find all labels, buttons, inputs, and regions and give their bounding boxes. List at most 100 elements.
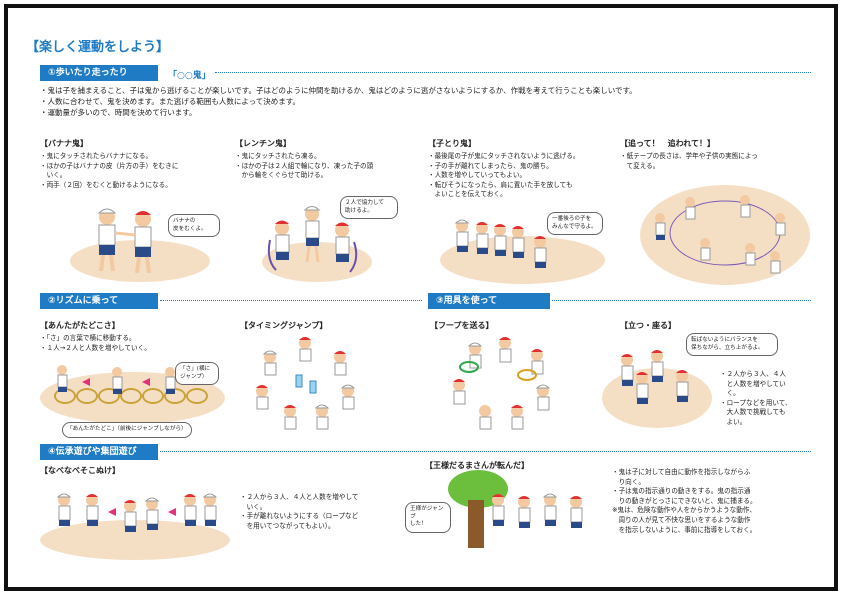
line: ・子は鬼の指示通りの動きをする。鬼の指示通: [612, 487, 751, 496]
line: ・２人から３人、４人: [720, 370, 786, 378]
line: ・人数を増やしていってもよい。: [428, 171, 527, 180]
activity-description: ・最後尾の子が鬼にタッチされないように逃げる。 ・子の手が離れてしまったら、鬼の…: [428, 152, 618, 200]
bubble-line: バナナの: [173, 218, 196, 224]
hoop: [98, 388, 120, 404]
line: と人数を増やしてい: [720, 379, 786, 388]
activity-description: ・「さ」の言葉で横に移動する。 ・１人→２人と人数を増やしていく。: [40, 334, 230, 353]
line: ・ほかの子は２人組で輪になり、凍った子の頭: [235, 161, 374, 170]
activity-title: 【レンチン鬼】: [235, 139, 291, 148]
arrow-icon: [108, 508, 116, 516]
line: りの動きがとっさにできないと、鬼に捕まる。: [612, 496, 757, 505]
illustration-nabe: [56, 493, 218, 532]
speech-bubble: 「さ」(横に ジャンプ）: [175, 362, 219, 385]
line: いく。: [40, 171, 67, 180]
hoop: [459, 361, 479, 373]
line: を指示しないように、事前に指導をしておく。: [612, 525, 757, 534]
caption-bubble: 「あんたがたどこ」（前後にジャンプしながら）: [62, 422, 192, 438]
illustration-hoop: [453, 337, 551, 430]
line: て変える。: [620, 161, 660, 170]
motion-arrow: [349, 241, 358, 273]
bubble-line: 皮をむくよ。: [173, 225, 207, 232]
activity-renchin: 【レンチン鬼】 ・鬼にタッチされたら凍る。 ・ほかの子は２人組で輪になり、凍った…: [235, 138, 425, 181]
illustration-renchin: [267, 206, 358, 273]
line: 周りの人が見て不快な思いをするような動作: [612, 515, 751, 524]
section-header-2: ②リズムに乗って: [40, 293, 158, 309]
section-header-1: ①歩いたり走ったり: [40, 65, 158, 81]
line: よいことを伝えておく。: [428, 190, 507, 199]
bottle: [295, 374, 303, 388]
line: ・転びそうになったら、肩に置いた手を放しても: [428, 180, 573, 189]
activity-description: ・鬼にタッチされたらバナナになる。 ・ほかの子はバナナの皮（片方の手）をむきに …: [40, 152, 230, 190]
activity-title: 【追って！ 追われて！】: [620, 139, 715, 148]
intro-line: ・鬼は子を捕まえること、子は鬼から逃げることが楽しいです。子はどのように仲間を助…: [40, 86, 637, 95]
child-figure: [97, 208, 117, 272]
bubble-line: 一番後ろの子を: [552, 216, 592, 222]
illustration-otte: [655, 195, 786, 274]
tree-trunk: [468, 500, 484, 548]
child-figure: [275, 220, 290, 260]
activity-otte: 【追って！ 追われて！】 ・紙テープの長さは、学年や子供の実態によっ て変える。: [620, 138, 820, 171]
line: ・「さ」の言葉で横に移動する。: [40, 334, 136, 342]
motion-arrow: [267, 239, 277, 271]
bubble-line: 保ちながら、立ち上がるよ。: [691, 344, 764, 351]
speech-bubble: 転ばないようにバランスを 保ちながら、立ち上がるよ。: [686, 333, 778, 356]
section-4-divider: [160, 451, 811, 452]
activity-tatsu-title: 【立つ・座る】: [620, 321, 676, 330]
line: く。: [720, 389, 740, 398]
activity-title: 【バナナ鬼】: [40, 139, 88, 148]
activity-title: 【子とり鬼】: [428, 139, 476, 148]
speech-bubble: ２人で協力して 助けるよ。: [340, 196, 398, 219]
line: ・１人→２人と人数を増やしていく。: [40, 343, 151, 352]
line: から輪をくぐらせて助ける。: [235, 171, 328, 180]
illustration-banana: [97, 208, 152, 274]
child-line: [454, 219, 547, 268]
bubble-line: 助けるよ。: [345, 207, 373, 214]
line: ・ほかの子はバナナの皮（片方の手）をむきに: [40, 161, 179, 170]
activity-antagata: 【あんたがたどこさ】 ・「さ」の言葉で横に移動する。 ・１人→２人と人数を増やし…: [40, 320, 230, 353]
illustration-antagata: [57, 365, 176, 394]
activity-nabe-title: 【なべなべそこぬけ】: [40, 466, 120, 475]
hoop: [142, 388, 164, 404]
arrow-icon: [168, 508, 176, 516]
line: ・両手（２回）をむくと動けるようになる。: [40, 180, 172, 189]
line: り向く。: [612, 477, 645, 486]
arrow-icon: [82, 378, 90, 386]
illustration-kotori: [454, 219, 547, 268]
line: を用いてつながってもよい）。: [240, 521, 335, 530]
bubble-line: 「さ」(横に: [180, 366, 211, 372]
line: ・子の手が離れてしまったら、鬼の勝ち。: [428, 161, 553, 170]
section-3-divider: [552, 300, 811, 301]
line: いく。: [240, 502, 267, 511]
section-header-4: ④伝承遊びや集団遊び: [40, 444, 158, 460]
line: ※鬼は、危険な動作や人をからかうような動作、: [612, 506, 756, 515]
line: ・鬼は子に対して自由に動作を指示しながらふ: [612, 468, 751, 476]
activity-hoop-title: 【フープを送る】: [430, 321, 494, 330]
activity-title: 【あんたがたどこさ】: [40, 321, 120, 330]
speech-bubble: 一番後ろの子を みんなで守るよ。: [547, 212, 603, 235]
line: 大人数で挑戦しても: [720, 408, 786, 417]
line: よい。: [720, 417, 747, 426]
child-circle: [256, 337, 356, 430]
intro-text: ・鬼は子を捕まえること、子は鬼から逃げることが楽しいです。子はどのように仲間を助…: [40, 85, 820, 118]
illustration-darumasan: [492, 493, 583, 528]
bubble-line: ジャンプ）: [180, 373, 208, 380]
page-title: 【楽しく運動をしよう】: [26, 40, 170, 55]
section-header-3: ③用具を使って: [428, 293, 550, 309]
illustration-tatsu: [621, 350, 689, 404]
line: ・最後尾の子が鬼にタッチされないように逃げる。: [428, 152, 580, 160]
line: ・２人から３人、４人と人数を増やして: [240, 493, 359, 501]
illustration-timing-jump: [256, 337, 356, 430]
bottle: [309, 380, 317, 394]
hoop: [76, 388, 98, 404]
activity-description: ・鬼にタッチされたら凍る。 ・ほかの子は２人組で輪になり、凍った子の頭 から輪を…: [235, 152, 425, 181]
child-figure: [335, 222, 350, 262]
line: ・鬼にタッチされたらバナナになる。: [40, 152, 153, 160]
activity-timing-title: 【タイミングジャンプ】: [240, 321, 328, 330]
activity-nabe-description: ・２人から３人、４人と人数を増やして いく。 ・手が離れないようにする（ロープな…: [240, 493, 410, 531]
speech-bubble: 王様がジャンプ した！: [405, 502, 451, 533]
intro-line: ・人数に合わせて、鬼を決めます。また逃げる範囲も人数によって決めます。: [40, 97, 301, 106]
bubble-line: 王様がジャンプ: [410, 506, 444, 520]
arrow-icon: [142, 378, 150, 386]
activity-kotori: 【子とり鬼】 ・最後尾の子が鬼にタッチされないように逃げる。 ・子の手が離れてし…: [428, 138, 618, 200]
line: ・ロープなどを用いて、: [720, 398, 792, 407]
